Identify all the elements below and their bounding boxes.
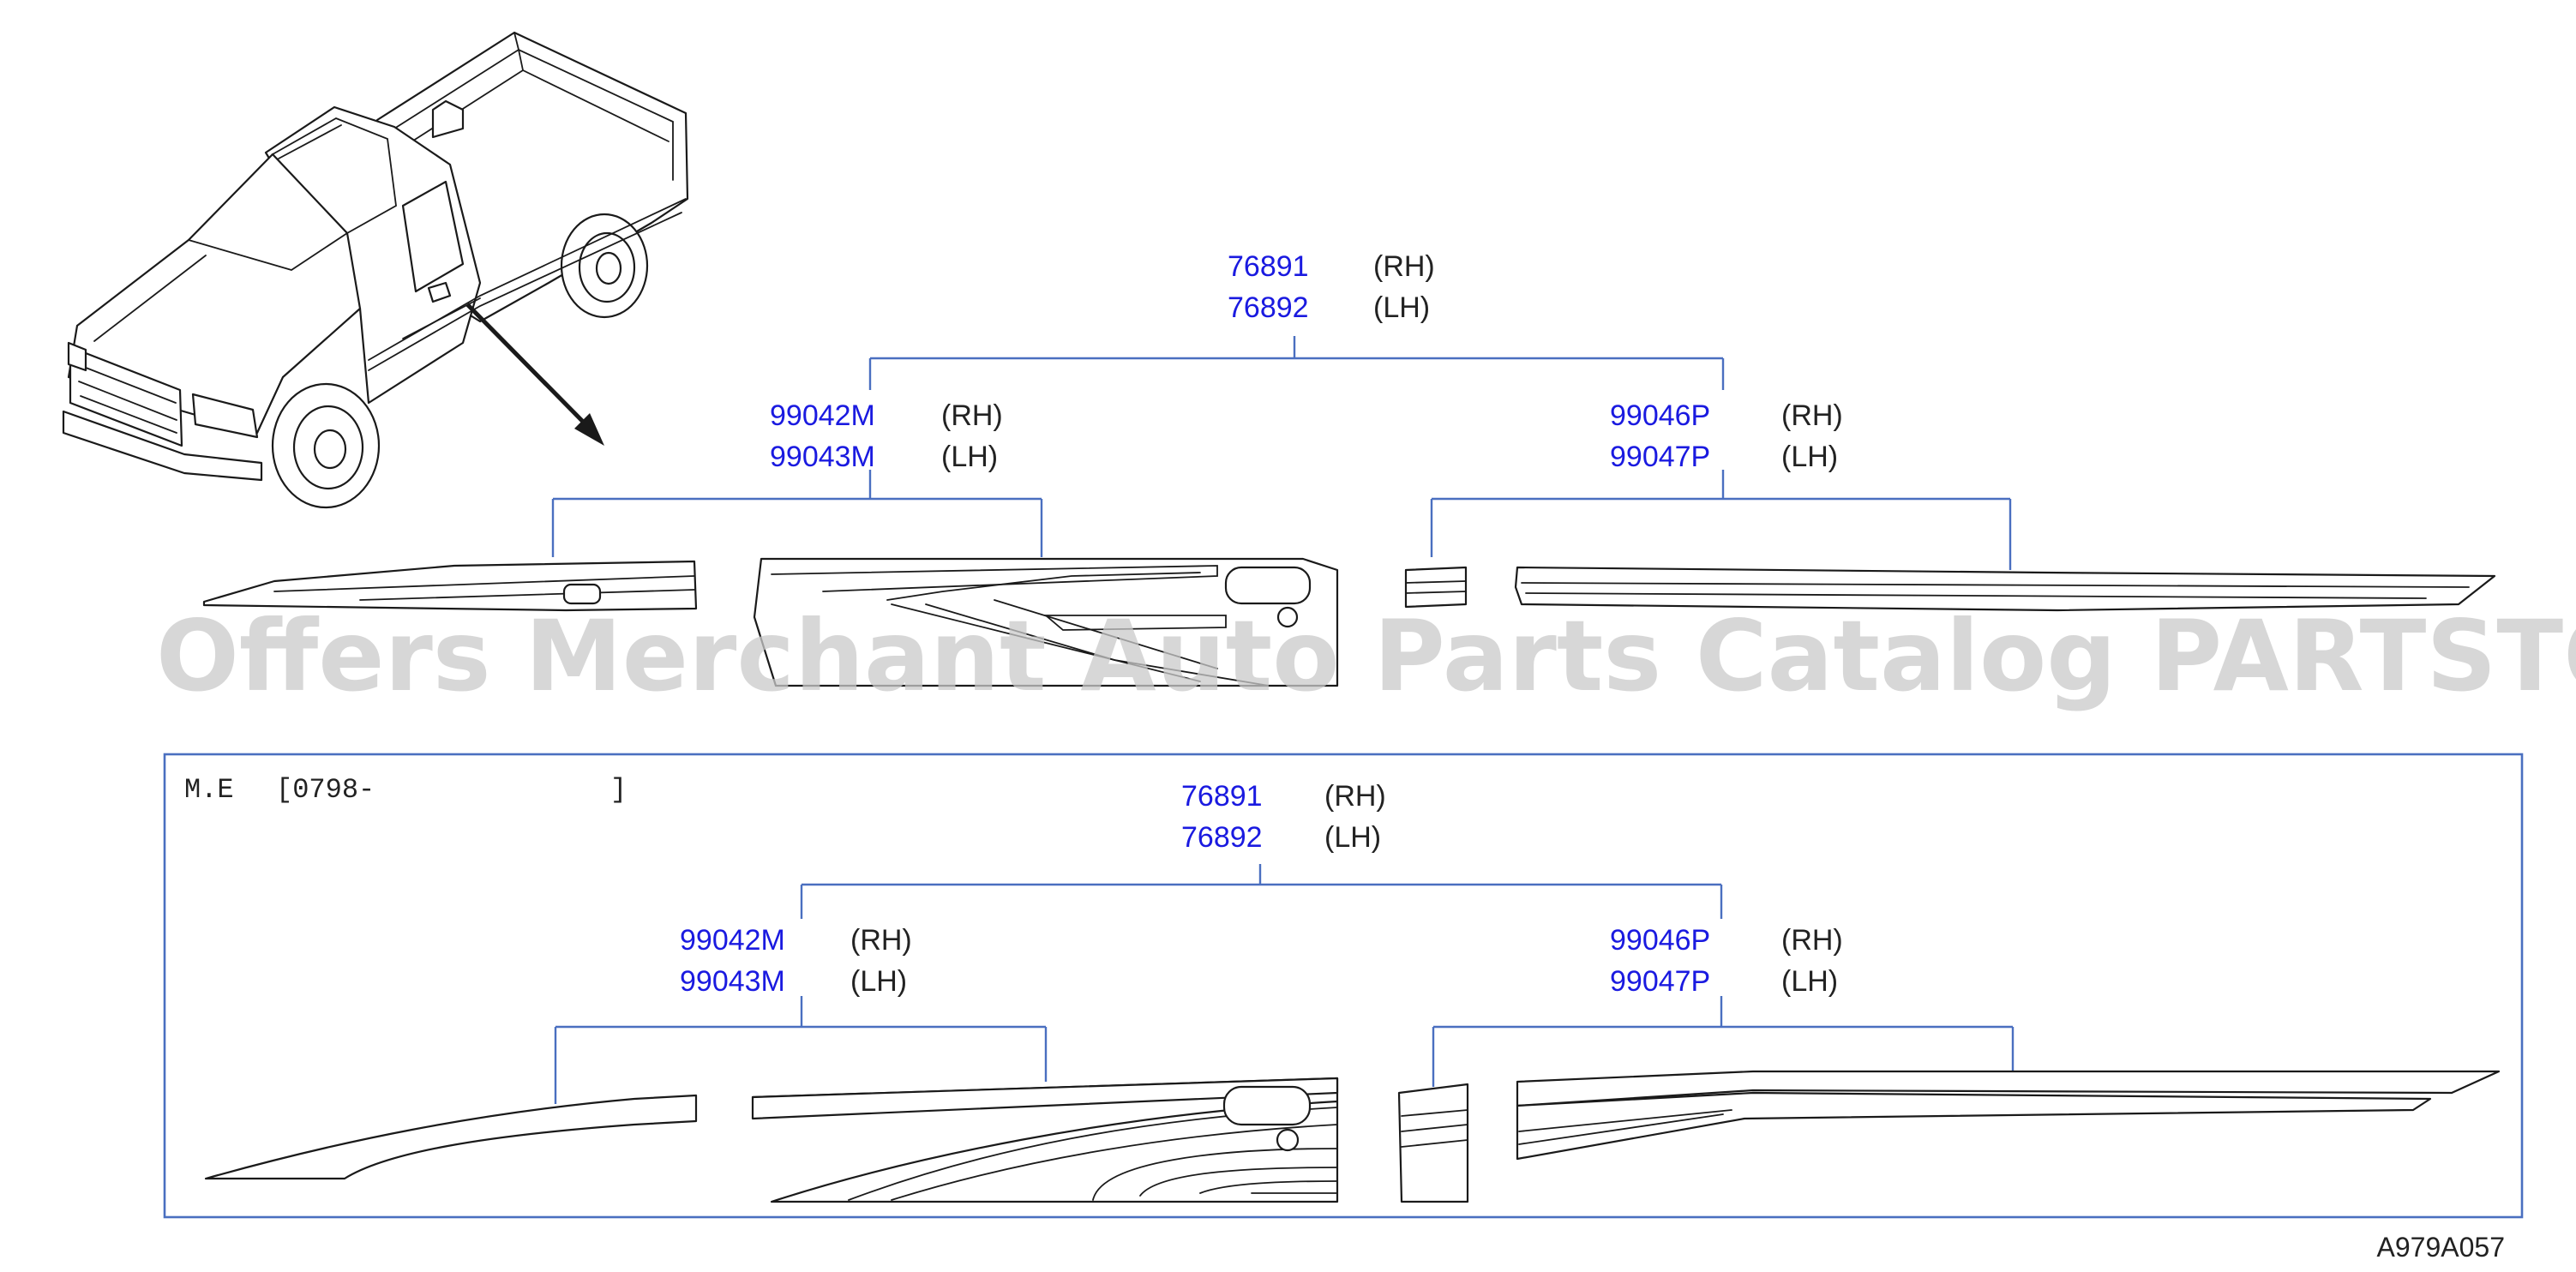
part-number-99043m-lh[interactable]: 99043M xyxy=(770,441,875,473)
leader-top-upper xyxy=(868,336,1725,390)
stripe-piece-cab-rear-upper xyxy=(1404,566,1468,609)
leader-left-upper xyxy=(551,470,1043,557)
lower-assembly-frame: M.E [0798- ] 76891 (RH) 76892 (LH) 99042… xyxy=(163,753,2524,1219)
side-label-lh: (LH) xyxy=(1781,441,1838,473)
part-number-99046p-rh[interactable]: 99046P xyxy=(1610,399,1710,432)
part-number-76892-lh[interactable]: 76892 xyxy=(1181,821,1263,854)
part-number-76891-rh[interactable]: 76891 xyxy=(1181,780,1263,813)
pickup-truck-illustration xyxy=(62,31,689,509)
part-number-99043m-lh[interactable]: 99043M xyxy=(680,965,785,998)
variant-label-code: [0798- xyxy=(276,774,375,806)
side-label-rh: (RH) xyxy=(1373,250,1435,283)
stripe-piece-bed-lower xyxy=(1516,1070,2501,1161)
part-number-99042m-rh[interactable]: 99042M xyxy=(680,924,785,957)
side-label-lh: (LH) xyxy=(941,441,998,473)
side-label-rh: (RH) xyxy=(850,924,912,957)
diagram-reference-code: A979A057 xyxy=(2377,1232,2505,1263)
leader-right-lower xyxy=(1432,996,2015,1087)
part-number-76892-lh[interactable]: 76892 xyxy=(1228,291,1309,324)
part-number-99047p-lh[interactable]: 99047P xyxy=(1610,965,1710,998)
side-label-rh: (RH) xyxy=(1781,924,1843,957)
stripe-piece-fender-upper xyxy=(202,560,698,612)
side-label-lh: (LH) xyxy=(850,965,907,998)
variant-label-close: ] xyxy=(610,774,627,806)
side-label-lh: (LH) xyxy=(1324,821,1381,854)
leader-right-upper xyxy=(1430,470,2012,570)
stripe-piece-door-upper xyxy=(753,557,1339,687)
side-label-lh: (LH) xyxy=(1781,965,1838,998)
leader-left-lower xyxy=(554,996,1048,1104)
side-label-rh: (RH) xyxy=(941,399,1003,432)
variant-label-prefix: M.E xyxy=(184,774,234,806)
stripe-piece-door-lower xyxy=(751,1077,1339,1203)
part-number-99047p-lh[interactable]: 99047P xyxy=(1610,441,1710,473)
side-label-rh: (RH) xyxy=(1781,399,1843,432)
part-number-76891-rh[interactable]: 76891 xyxy=(1228,250,1309,283)
side-label-rh: (RH) xyxy=(1324,780,1386,813)
part-number-99046p-rh[interactable]: 99046P xyxy=(1610,924,1710,957)
stripe-piece-fender-lower xyxy=(204,1094,698,1180)
stripe-piece-cab-rear-lower xyxy=(1397,1083,1469,1203)
variant-frame xyxy=(163,753,2524,1219)
part-number-99042m-rh[interactable]: 99042M xyxy=(770,399,875,432)
watermark-text: Offers Merchant Auto Parts Catalog PARTS… xyxy=(156,599,2576,713)
stripe-piece-bed-upper xyxy=(1514,566,2496,612)
side-label-lh: (LH) xyxy=(1373,291,1430,324)
leader-top-lower xyxy=(800,864,1723,919)
upper-assembly: 76891 (RH) 76892 (LH) 99042M (RH) 99043M… xyxy=(202,250,2496,687)
